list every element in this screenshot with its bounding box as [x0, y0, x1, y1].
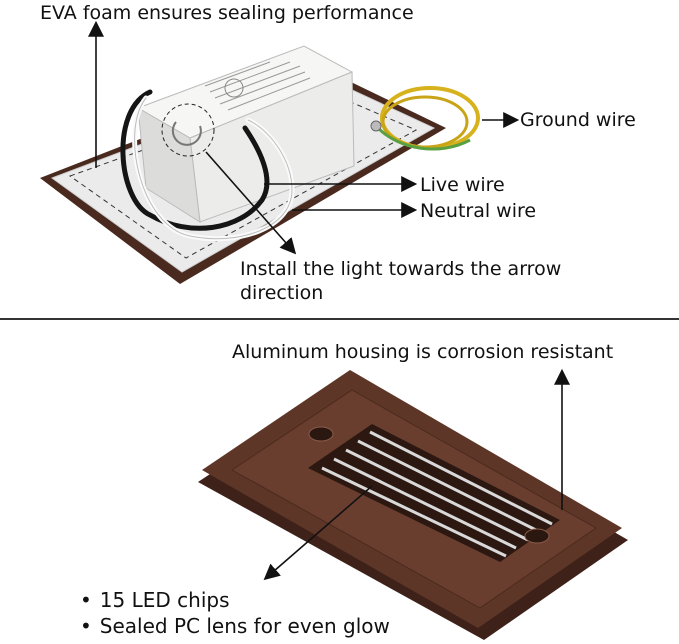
callout-lines-bottom — [263, 368, 570, 581]
live-wire-label: Live wire — [420, 174, 505, 196]
housing-label: Aluminum housing is corrosion resistant — [232, 341, 614, 363]
driver-box — [136, 45, 355, 223]
section-divider — [0, 318, 679, 320]
front-housing — [198, 370, 628, 640]
callout-lines-top — [88, 20, 520, 255]
wires — [120, 86, 480, 242]
feature-item-led-chips: 15 LED chips — [80, 587, 390, 613]
install-direction-label-line1: Install the light towards the arrow — [240, 258, 562, 280]
ground-wire-label: Ground wire — [520, 109, 636, 131]
install-direction-label-line2: direction — [240, 282, 324, 304]
feature-item-pc-lens: Sealed PC lens for even glow — [80, 613, 390, 639]
eva-foam-label: EVA foam ensures sealing performance — [40, 2, 414, 24]
feature-list: 15 LED chips Sealed PC lens for even glo… — [80, 587, 390, 639]
neutral-wire-label: Neutral wire — [420, 200, 537, 222]
